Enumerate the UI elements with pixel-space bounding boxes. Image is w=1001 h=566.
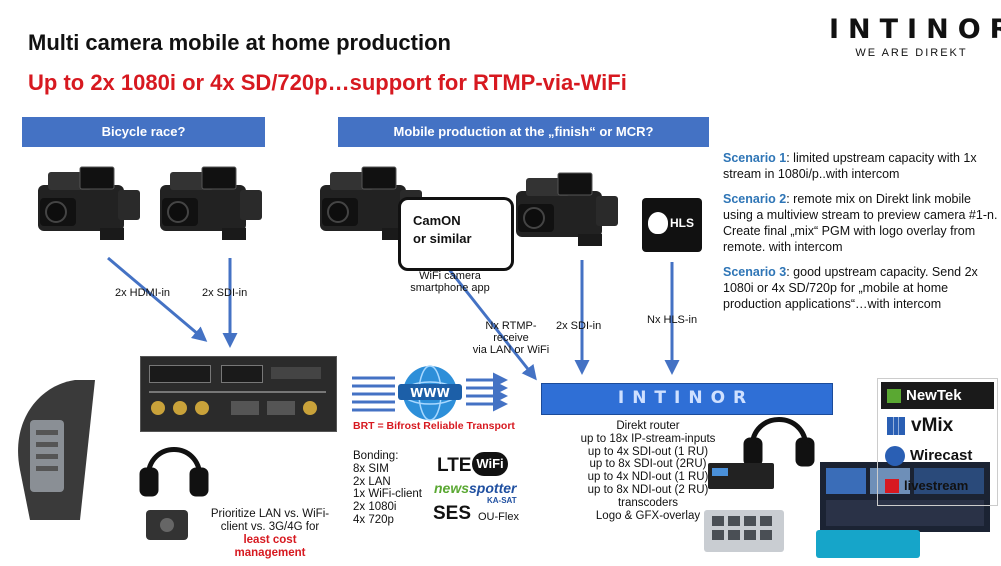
tricaster-console-icon: [816, 462, 990, 558]
body-rig-icon: [18, 380, 95, 520]
intinor-logo: INTINOR WE ARE DIREKT: [829, 14, 1001, 59]
router-brand: INTINOR: [617, 388, 755, 408]
apple-icon: [648, 212, 668, 234]
rtmp-line2: receive: [493, 332, 529, 344]
encoder-hardware: [140, 356, 337, 432]
label-rtmp: Nx RTMP- receive via LAN or WiFi: [471, 320, 551, 356]
vmix-icon: [887, 416, 905, 435]
spotter-text: spotter: [469, 480, 517, 496]
label-sdi-in-left: 2x SDI-in: [202, 287, 248, 299]
router-description: Direkt router up to 18x IP-stream-inputs…: [548, 420, 748, 522]
headset-icon: [743, 417, 815, 467]
router-line: up to 4x NDI-out (1 RU): [587, 471, 709, 484]
internet-globe-icon: WWW: [398, 365, 462, 421]
scenario-heading: Scenario 2: [723, 192, 787, 206]
bonding-line: 2x LAN: [353, 475, 391, 488]
box-mobile-production: Mobile production at the „finish“ or MCR…: [338, 117, 709, 147]
ouflex-label: OU-Flex: [478, 511, 519, 523]
livestream-label: livestream: [904, 478, 969, 493]
page-subtitle: Up to 2x 1080i or 4x SD/720p…support for…: [28, 70, 627, 95]
scenario-item: Scenario 3: good upstream capacity. Send…: [723, 264, 998, 312]
headset-icon: [139, 447, 209, 497]
router-line: up to 4x SDI-out (1 RU): [587, 445, 709, 458]
newtek-icon: [887, 388, 901, 403]
box-bicycle-race: Bicycle race?: [22, 117, 265, 147]
bonding-line: 2x 1080i: [353, 501, 397, 514]
newtek-label: NewTek: [906, 387, 962, 404]
label-sdi-in-right: 2x SDI-in: [556, 320, 602, 332]
router-line: up to 8x NDI-out (2 RU): [587, 483, 709, 496]
wirecast-logo: Wirecast: [881, 442, 994, 469]
livestream-icon: [885, 478, 899, 493]
page-title: Multi camera mobile at home production: [28, 30, 451, 55]
news-text: news: [434, 480, 470, 496]
logo-wordmark: INTINOR: [829, 14, 1001, 45]
router-line: Direkt router: [616, 420, 680, 432]
label-hls-in: Nx HLS-in: [647, 314, 698, 326]
wifi-camera-line1: WiFi camera: [419, 270, 481, 282]
prioritize-text: Prioritize LAN vs. WiFi-client vs. 3G/4G…: [210, 508, 330, 533]
camera-icon: [159, 166, 263, 241]
scenario-heading: Scenario 1: [723, 151, 787, 165]
camera-icon: [38, 166, 140, 240]
production-software-logos: NewTek vMix Wirecast livestream: [877, 378, 998, 506]
newsspotter-logo: newsspotter: [434, 480, 516, 496]
kasat-label: KA-SAT: [487, 496, 517, 505]
smartphone-camon: CamON or similar: [398, 197, 514, 271]
scenario-item: Scenario 1: limited upstream capacity wi…: [723, 150, 998, 182]
scenario-text: : good upstream capacity. Send 2x 1080i …: [723, 265, 978, 311]
camera-icon: [515, 172, 619, 247]
phone-line2: or similar: [413, 231, 472, 246]
wirecast-icon: [885, 445, 905, 466]
lte-logo: LTE: [437, 455, 472, 476]
prioritize-highlight: least cost management: [234, 534, 306, 559]
ses-logo: SES: [433, 503, 472, 524]
router-line: up to 18x IP-stream-inputs: [580, 432, 716, 445]
intinor-router: [541, 383, 833, 415]
prioritize-note: Prioritize LAN vs. WiFi-client vs. 3G/4G…: [208, 508, 332, 560]
rtmp-line1: Nx RTMP-: [485, 320, 537, 332]
hls-badge: HLS: [642, 198, 702, 252]
mixer-device-icon: [704, 463, 784, 552]
wirecast-label: Wirecast: [910, 447, 973, 464]
scenario-item: Scenario 2: remote mix on Direkt link mo…: [723, 191, 998, 255]
wifi-logo: WiFi: [472, 452, 508, 476]
intercom-box-icon: [146, 510, 188, 540]
hls-label: HLS: [670, 216, 694, 230]
label-hdmi-in: 2x HDMI-in: [115, 287, 171, 299]
bonding-line: Bonding:: [353, 450, 399, 462]
brt-label: BRT = Bifrost Reliable Transport: [353, 420, 515, 432]
bonding-list: Bonding: 8x SIM 2x LAN 1x WiFi-client 2x…: [353, 450, 422, 527]
bonding-line: 1x WiFi-client: [353, 488, 423, 501]
scenario-list: Scenario 1: limited upstream capacity wi…: [723, 150, 998, 321]
phone-line1: CamON: [413, 213, 461, 228]
bonding-line: 8x SIM: [353, 462, 389, 475]
newtek-logo: NewTek: [881, 382, 994, 409]
livestream-logo: livestream: [881, 472, 994, 499]
router-line: Logo & GFX-overlay: [595, 509, 701, 522]
vmix-logo: vMix: [881, 412, 994, 439]
scenario-heading: Scenario 3: [723, 265, 787, 279]
vmix-label: vMix: [911, 414, 954, 436]
rtmp-line3: via LAN or WiFi: [472, 344, 550, 356]
router-line: up to 8x SDI-out (2RU): [589, 458, 707, 471]
arrow-hdmi: [107, 256, 208, 342]
logo-tagline: WE ARE DIREKT: [855, 47, 968, 59]
wifi-camera-line2: smartphone app: [410, 282, 490, 294]
bonding-line: 4x 720p: [353, 513, 394, 526]
router-line: transcoders: [617, 496, 679, 509]
scenario-text: : limited upstream capacity with 1x stre…: [723, 151, 977, 181]
label-wifi-camera: WiFi camera smartphone app: [404, 270, 496, 294]
svg-text:WWW: WWW: [410, 386, 450, 400]
scenario-text: : remote mix on Direkt link mobile using…: [723, 192, 998, 254]
arrow-rtmp: [446, 267, 537, 381]
